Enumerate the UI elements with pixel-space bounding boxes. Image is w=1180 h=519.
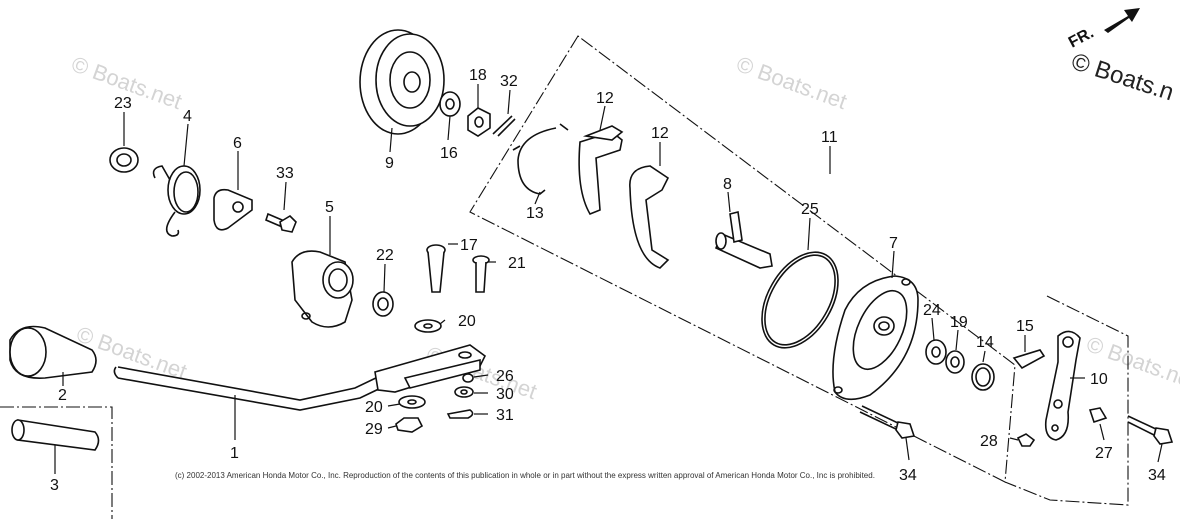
part-17-pivot-pin bbox=[426, 244, 446, 293]
copyright-notice: (c) 2002-2013 American Honda Motor Co., … bbox=[175, 471, 875, 480]
part-9-pulley bbox=[359, 29, 445, 135]
part-34-bolt-arm bbox=[1127, 415, 1174, 445]
part-33-bolt bbox=[265, 212, 297, 233]
part-31-cotter-pin bbox=[446, 409, 474, 419]
part-27-bolt bbox=[1088, 407, 1108, 424]
callout-12: 12 bbox=[596, 90, 614, 107]
callout-12b: 12 bbox=[651, 125, 669, 142]
part-8-brake-shaft bbox=[714, 211, 773, 269]
front-arrow-icon bbox=[1104, 8, 1140, 33]
callout-7: 7 bbox=[889, 235, 898, 252]
callout-5: 5 bbox=[325, 199, 334, 216]
callout-labels: 1 2 3 4 5 6 7 8 9 10 11 12 12 13 14 15 1… bbox=[50, 67, 1166, 494]
part-24-collar bbox=[925, 339, 947, 365]
part-6-stopper-plate bbox=[213, 188, 253, 231]
callout-15: 15 bbox=[1016, 318, 1034, 335]
callout-26: 26 bbox=[496, 368, 514, 385]
part-12-brake-shoe-upper bbox=[578, 125, 624, 215]
callout-21: 21 bbox=[508, 255, 526, 272]
part-7-brake-cover bbox=[832, 275, 919, 401]
callout-2: 2 bbox=[58, 387, 67, 404]
part-2-lever-knob bbox=[9, 325, 97, 379]
watermark: © Boats.net bbox=[733, 51, 850, 114]
part-20-washer-lower bbox=[398, 395, 426, 409]
callout-33: 33 bbox=[276, 165, 294, 182]
part-12-brake-shoe-lower bbox=[629, 165, 670, 269]
callout-34: 34 bbox=[899, 467, 917, 484]
callout-11: 11 bbox=[821, 129, 838, 146]
part-10-brake-arm bbox=[1044, 330, 1081, 441]
callout-17: 17 bbox=[460, 237, 478, 254]
callout-13: 13 bbox=[526, 205, 544, 222]
part-22-collar bbox=[372, 291, 394, 317]
callout-leaders bbox=[54, 84, 1163, 474]
part-16-washer bbox=[439, 91, 461, 117]
part-15-stopper-plate bbox=[1012, 349, 1046, 370]
front-label: FR. bbox=[1066, 24, 1097, 51]
part-19-washer bbox=[945, 350, 965, 374]
part-3-lever-grip bbox=[11, 419, 100, 451]
callout-25: 25 bbox=[801, 201, 819, 218]
callout-6: 6 bbox=[233, 135, 242, 152]
part-29-nut bbox=[395, 417, 424, 433]
part-28-nut bbox=[1016, 433, 1036, 447]
assembly-frame-3 bbox=[0, 406, 113, 519]
callout-30: 30 bbox=[496, 386, 514, 403]
callout-10: 10 bbox=[1090, 371, 1108, 388]
assembly-frame-34 bbox=[1004, 295, 1129, 506]
part-30-washer bbox=[454, 386, 474, 398]
callout-16: 16 bbox=[440, 145, 458, 162]
callout-22: 22 bbox=[376, 247, 394, 264]
callout-4: 4 bbox=[183, 108, 192, 125]
part-23-collar bbox=[109, 147, 139, 173]
part-25-o-ring bbox=[761, 251, 839, 349]
callout-19: 19 bbox=[950, 314, 968, 331]
part-1-control-lever bbox=[113, 344, 487, 411]
callout-34b: 34 bbox=[1148, 467, 1166, 484]
callout-23: 23 bbox=[114, 95, 132, 112]
part-13-retainer-spring bbox=[512, 123, 569, 195]
callout-31: 31 bbox=[496, 407, 514, 424]
callout-29: 29 bbox=[365, 421, 383, 438]
callout-32: 32 bbox=[500, 73, 518, 90]
part-20-washer bbox=[414, 319, 442, 333]
callout-20: 20 bbox=[458, 313, 476, 330]
callout-28: 28 bbox=[980, 433, 998, 450]
callout-3: 3 bbox=[50, 477, 59, 494]
part-21-pin bbox=[472, 255, 490, 293]
part-4-return-spring bbox=[152, 165, 201, 237]
callout-1: 1 bbox=[230, 445, 239, 462]
callout-20b: 20 bbox=[365, 399, 383, 416]
front-direction-indicator: FR. bbox=[1066, 8, 1140, 52]
part-32-cotter-pin bbox=[492, 115, 516, 137]
callout-14: 14 bbox=[976, 334, 994, 351]
callout-18: 18 bbox=[469, 67, 487, 84]
part-18-nut bbox=[467, 107, 491, 137]
part-14-spring bbox=[971, 363, 995, 391]
callout-27: 27 bbox=[1095, 445, 1113, 462]
callout-9: 9 bbox=[385, 155, 394, 172]
part-5-lever-holder bbox=[291, 250, 354, 328]
callout-8: 8 bbox=[723, 176, 732, 193]
part-26-spring-washer bbox=[462, 373, 474, 383]
callout-24: 24 bbox=[923, 302, 941, 319]
part-34-bolt bbox=[859, 405, 916, 439]
corner-watermark: © Boats.n bbox=[1068, 48, 1177, 106]
